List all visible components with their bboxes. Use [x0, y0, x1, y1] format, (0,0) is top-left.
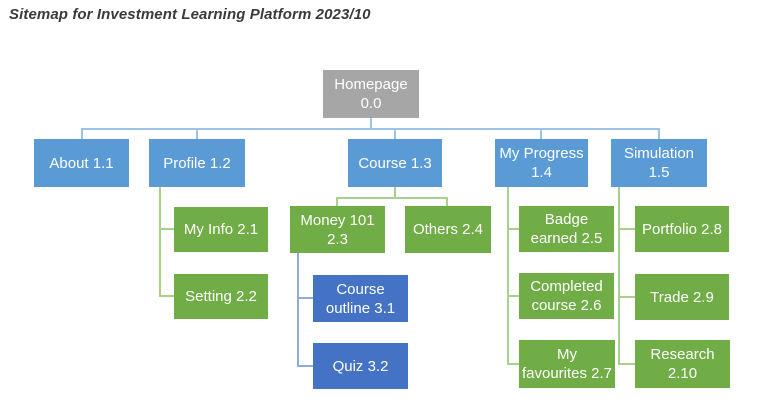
connector-elbow-trade	[618, 296, 635, 298]
connector-drop-course	[394, 128, 396, 139]
connector-elbow-my-info	[159, 228, 174, 230]
node-portfolio: Portfolio 2.8	[635, 206, 729, 252]
node-course: Course 1.3	[348, 139, 442, 187]
node-completed-course: Completed course 2.6	[519, 273, 614, 319]
node-my-info: My Info 2.1	[174, 207, 268, 252]
node-about: About 1.1	[34, 139, 129, 187]
connector-money-101-stem	[297, 253, 299, 367]
connector-profile-stem	[159, 187, 161, 297]
connector-drop-money-101	[336, 197, 338, 206]
connector-elbow-research	[618, 363, 635, 365]
node-research: Research 2.10	[635, 340, 730, 388]
connector-level1-bus	[81, 128, 660, 130]
node-others: Others 2.4	[405, 206, 491, 253]
connector-drop-others	[446, 197, 448, 206]
connector-elbow-completed-course	[507, 295, 519, 297]
node-trade: Trade 2.9	[635, 274, 729, 320]
connector-course-bus	[336, 197, 448, 199]
connector-elbow-my-favourites	[507, 363, 519, 365]
connector-elbow-badge-earned	[507, 228, 519, 230]
node-simulation: Simulation 1.5	[611, 139, 707, 187]
node-profile: Profile 1.2	[149, 139, 245, 187]
connector-homepage-stem	[370, 118, 372, 129]
connector-course-stem	[394, 187, 396, 198]
node-quiz: Quiz 3.2	[313, 343, 408, 389]
connector-drop-simulation	[658, 128, 660, 139]
node-my-favourites: My favourites 2.7	[519, 340, 615, 388]
node-course-outline: Course outline 3.1	[313, 275, 408, 322]
node-setting: Setting 2.2	[174, 274, 268, 319]
node-my-progress: My Progress 1.4	[495, 139, 588, 187]
connector-elbow-portfolio	[618, 228, 635, 230]
connector-simulation-stem	[618, 187, 620, 365]
connector-elbow-setting	[159, 295, 174, 297]
connector-elbow-course-outline	[297, 297, 313, 299]
connector-elbow-quiz	[297, 365, 313, 367]
node-homepage: Homepage 0.0	[323, 70, 419, 118]
connector-drop-about	[81, 128, 83, 139]
node-money-101: Money 101 2.3	[290, 206, 385, 253]
diagram-title: Sitemap for Investment Learning Platform…	[9, 6, 371, 23]
connector-drop-my-progress	[540, 128, 542, 139]
connector-drop-profile	[196, 128, 198, 139]
node-badge-earned: Badge earned 2.5	[519, 206, 614, 252]
connector-my-progress-stem	[507, 187, 509, 365]
